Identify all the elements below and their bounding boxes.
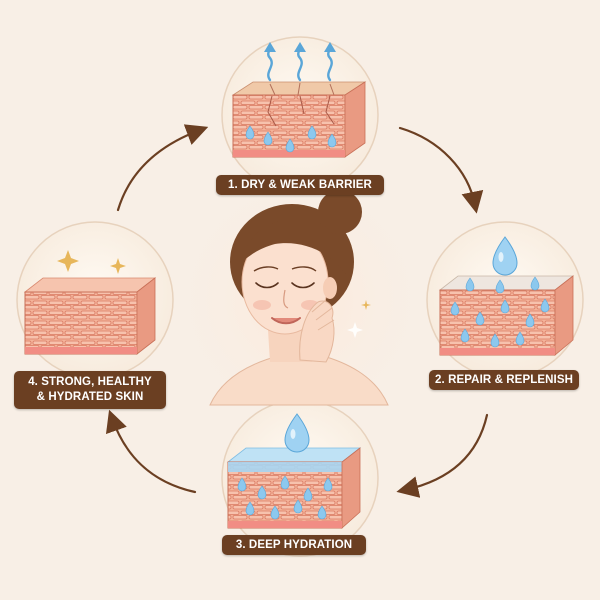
woman-illustration (209, 190, 389, 406)
step-2-label-text: 2. REPAIR & REPLENISH (435, 374, 573, 386)
face-sparkle-icon (347, 322, 363, 338)
step-1-label: 1. DRY & WEAK BARRIER (216, 175, 384, 195)
sparkle-icon (57, 250, 126, 274)
step-2-label: 2. REPAIR & REPLENISH (429, 370, 579, 390)
step-4-label: 4. STRONG, HEALTHY & HYDRATED SKIN (14, 371, 166, 409)
arrow-3-to-4 (106, 409, 197, 494)
arrow-2-to-3 (396, 413, 489, 498)
step-1-illustration (221, 36, 379, 194)
step-3-label-text: 3. DEEP HYDRATION (235, 539, 353, 551)
step-3-illustration (221, 399, 379, 557)
step-3-label: 3. DEEP HYDRATION (222, 535, 366, 555)
step-4-label-line-1: 4. STRONG, HEALTHY (28, 376, 152, 388)
step-4-label-line-2: & HYDRATED SKIN (36, 391, 144, 403)
arrow-1-to-2 (398, 126, 484, 214)
cycle-arrows (106, 124, 489, 498)
arrow-4-to-1 (116, 124, 209, 212)
step-1-label-text: 1. DRY & WEAK BARRIER (228, 179, 372, 191)
step-2-illustration (426, 221, 584, 379)
step-4-illustration (16, 221, 174, 379)
